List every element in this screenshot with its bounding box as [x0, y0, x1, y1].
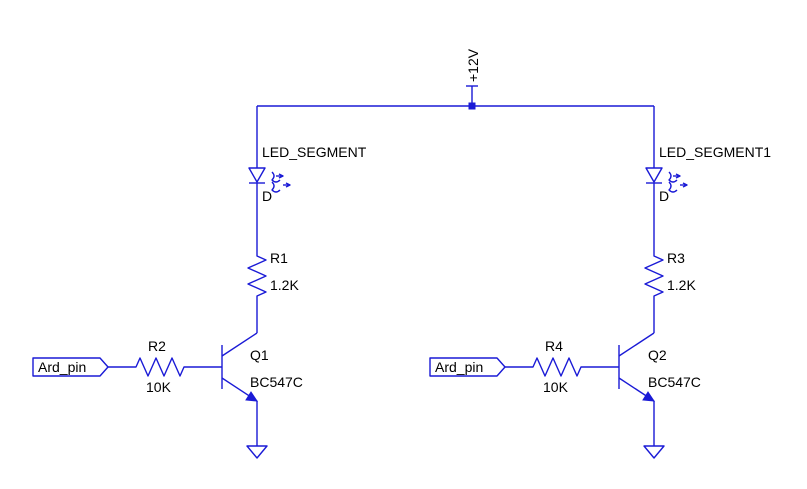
collector-resistor: [644, 248, 664, 300]
led-emission-arrows: [668, 171, 688, 193]
collector-resistor-ref: R3: [667, 250, 685, 266]
collector-resistor-value: 1.2K: [270, 277, 299, 293]
led-name-label: LED_SEGMENT1: [659, 144, 771, 160]
branch-left: LED_SEGMENT D R1 1.2K Q1 BC547C R2 10K A…: [32, 106, 367, 459]
input-port-flag: [429, 357, 506, 377]
led-type-label: D: [262, 188, 272, 204]
led-name-label: LED_SEGMENT: [262, 144, 367, 160]
led-emission-arrows: [271, 171, 291, 193]
transistor-model: BC547C: [648, 374, 701, 390]
led-type-label: D: [659, 188, 669, 204]
ground-symbol: [246, 445, 268, 459]
transistor-collector-leg: [221, 332, 258, 357]
input-port-label: Ard_pin: [38, 359, 86, 375]
npn-transistor: [618, 332, 655, 402]
base-resistor: [108, 357, 200, 377]
base-resistor-value: 10K: [543, 379, 569, 395]
collector-resistor: [247, 248, 267, 300]
transistor-ref: Q2: [648, 347, 667, 363]
supply-rail: +12V: [257, 48, 654, 110]
collector-resistor-ref: R1: [270, 250, 288, 266]
base-resistor-ref: R2: [148, 338, 166, 354]
supply-label: +12V: [465, 48, 481, 82]
collector-resistor-value: 1.2K: [667, 277, 696, 293]
supply-junction-dot: [468, 102, 476, 110]
input-port-flag: [32, 357, 109, 377]
transistor-ref: Q1: [250, 347, 269, 363]
base-resistor-value: 10K: [146, 379, 172, 395]
branch-right: LED_SEGMENT1 D R3 1.2K Q2 BC547C R4 10K …: [429, 106, 771, 459]
transistor-model: BC547C: [250, 374, 303, 390]
transistor-collector-leg: [618, 332, 655, 357]
ground-symbol: [643, 445, 665, 459]
led-triangle: [248, 167, 266, 183]
base-resistor: [505, 357, 597, 377]
transistor-emitter-arrow: [245, 391, 258, 402]
transistor-emitter-arrow: [642, 391, 655, 402]
base-resistor-ref: R4: [545, 338, 563, 354]
input-port-label: Ard_pin: [435, 359, 483, 375]
led-triangle: [645, 167, 663, 183]
npn-transistor: [221, 332, 258, 402]
led-symbol: [645, 167, 688, 193]
